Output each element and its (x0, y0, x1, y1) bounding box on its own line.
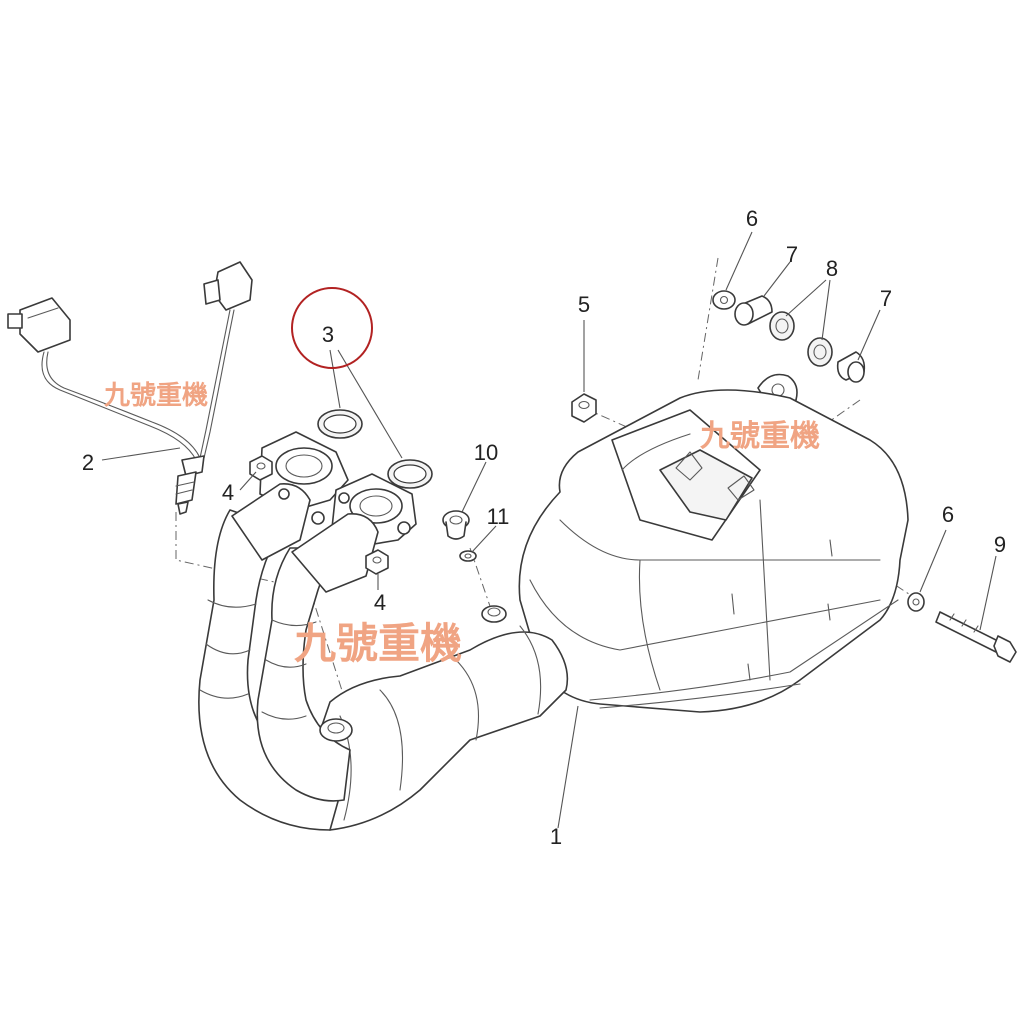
part-label-9: 9 (994, 532, 1006, 557)
part-label-10: 10 (474, 440, 498, 465)
part-label-11: 11 (487, 504, 510, 529)
part-label-4-right: 4 (374, 590, 386, 615)
part-label-1: 1 (550, 824, 562, 849)
watermarks: 九號重機 九號重機 九號重機 (103, 381, 820, 668)
part-label-4-left: 4 (222, 480, 234, 505)
part-label-8: 8 (826, 256, 838, 281)
part-labels: 1 2 3 4 4 5 6 6 7 7 8 9 10 11 (82, 206, 1006, 849)
part-label-2: 2 (82, 450, 94, 475)
watermark-center: 九號重機 (294, 619, 462, 668)
header-flanges (231, 431, 417, 593)
mounting-hardware-stack (712, 290, 866, 383)
part-label-7-right: 7 (880, 286, 892, 311)
muffler-body (481, 373, 909, 713)
grommet-and-washer (442, 510, 477, 562)
mounting-nut (571, 393, 597, 423)
header-pipes (198, 509, 353, 831)
watermark-left: 九號重機 (103, 381, 208, 411)
part-label-6-right: 6 (942, 502, 954, 527)
flange-nuts (249, 455, 389, 575)
part-label-3: 3 (322, 322, 334, 347)
part-label-7-left: 7 (786, 242, 798, 267)
part-label-6-top: 6 (746, 206, 758, 231)
bolt-and-washer (907, 592, 1017, 663)
oxygen-sensor (7, 261, 253, 515)
leader-lines (101, 231, 997, 829)
highlight-circle (291, 287, 373, 369)
exhaust-gaskets (317, 409, 433, 489)
watermark-right: 九號重機 (700, 419, 820, 454)
part-label-5: 5 (578, 292, 590, 317)
